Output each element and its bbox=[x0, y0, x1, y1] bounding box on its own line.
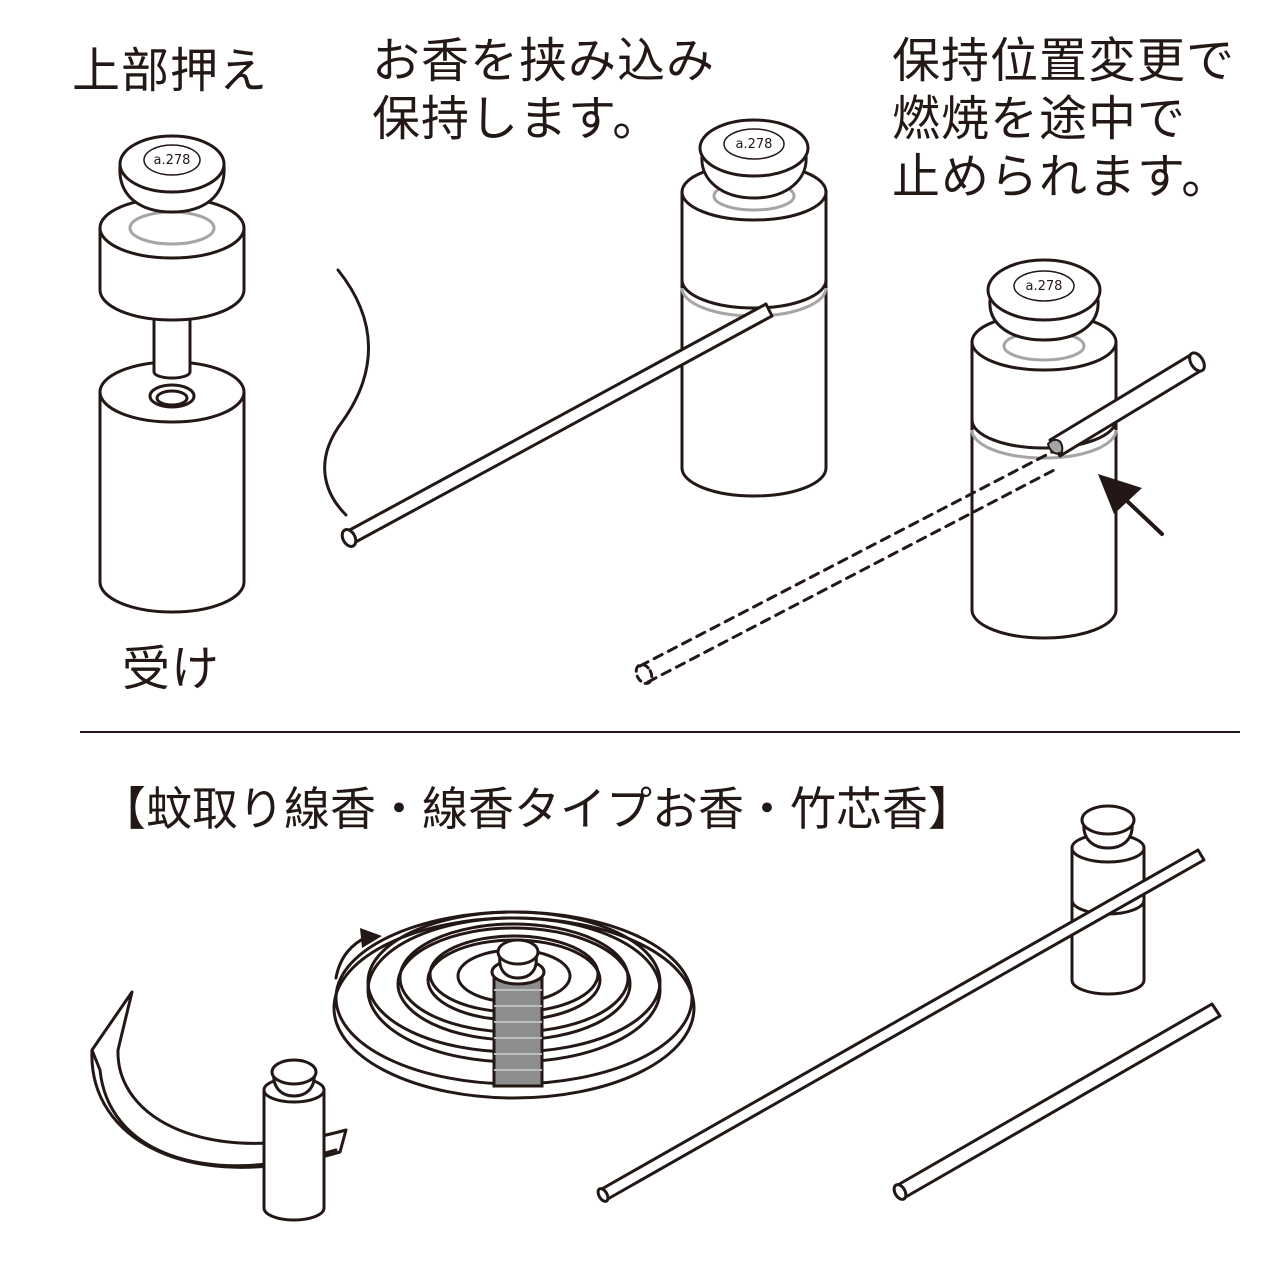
arrow-icon bbox=[1098, 474, 1164, 536]
label-clamp-description: お香を挟み込み 保持します。 bbox=[372, 33, 716, 147]
product-mark-2: a.278 bbox=[736, 137, 773, 152]
product-mark-3: a.278 bbox=[1026, 279, 1063, 294]
label-top-holder: 上部押え bbox=[72, 43, 269, 99]
label-stop-description: 保持位置変更で 燃焼を途中で 止められます。 bbox=[892, 33, 1236, 205]
clamped-holder: a.278 bbox=[340, 118, 828, 548]
exploded-holder: a.278 bbox=[98, 134, 246, 614]
stick-setup bbox=[596, 804, 1222, 1203]
smoke-icon bbox=[323, 268, 370, 517]
label-incense-types: 【蚊取り線香・線香タイプお香・竹芯香】 bbox=[100, 782, 974, 836]
product-mark-1: a.278 bbox=[154, 153, 191, 168]
spiral-coil-setup bbox=[332, 910, 696, 1100]
coil-fragment-setup bbox=[90, 990, 348, 1222]
repositioned-holder: a.278 bbox=[634, 258, 1206, 685]
label-receiver: 受け bbox=[122, 641, 221, 697]
